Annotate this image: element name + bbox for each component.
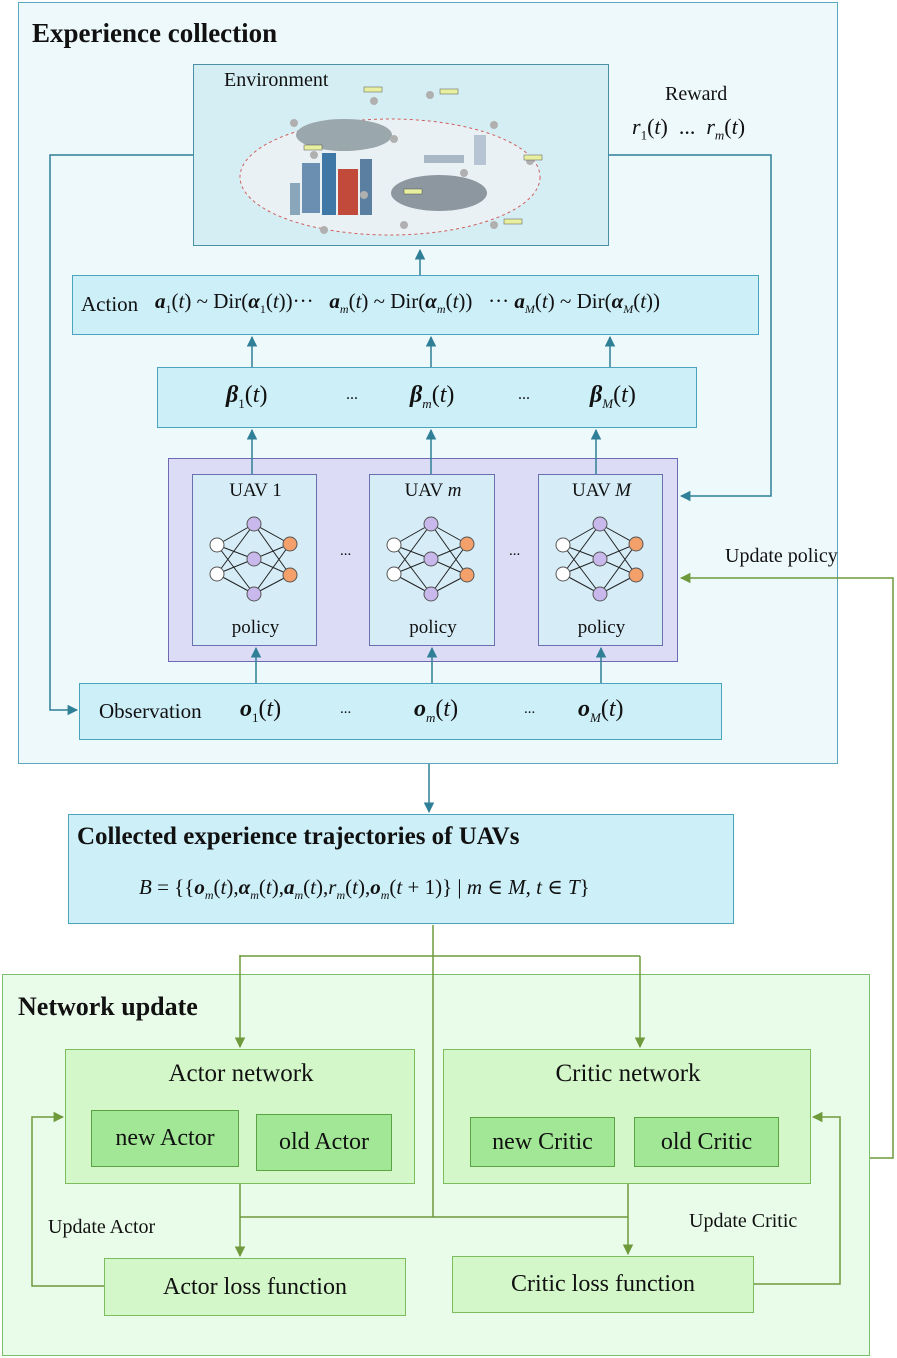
experience-collection-title: Experience collection	[32, 18, 278, 48]
obs-ellipsis-2: ...	[524, 701, 536, 717]
replay-buffer-formula: B = {{om(t),αm(t),am(t),rm(t),om(t + 1)}…	[139, 875, 590, 903]
reward-to-uav-arrow	[609, 154, 772, 502]
action-box: Action a1(t) ~ Dir(α1(t))··· am(t) ~ Dir…	[72, 275, 759, 335]
beta-ellipsis-1: ...	[346, 386, 358, 403]
obs-M: oM(t)	[578, 696, 624, 725]
action-label: Action	[81, 292, 139, 316]
environment-illustration	[239, 86, 543, 236]
uav-M-policy: policy	[577, 617, 626, 638]
actor-loss-box: Actor loss function	[104, 1258, 406, 1316]
collected-experience-box: Collected experience trajectories of UAV…	[68, 814, 734, 924]
reward-label: Reward	[665, 83, 728, 105]
update-critic-arrow	[754, 1111, 841, 1285]
actor-network-box: Actor network new Actor old Actor	[65, 1049, 415, 1184]
uav-M-label: UAV M	[572, 480, 631, 501]
uav-1-label: UAV 1	[229, 480, 282, 501]
network-update-title: Network update	[18, 992, 198, 1021]
uav-1-network-icon	[209, 516, 298, 602]
beta-ellipsis-2: ...	[518, 386, 530, 403]
observation-box: Observation o1(t) ... om(t) ... oM(t)	[79, 683, 722, 740]
uav-m-label: UAV m	[404, 480, 462, 501]
uav-M-network-icon	[555, 516, 644, 602]
uav-ellipsis-2: ...	[509, 543, 521, 559]
uav-m-policy: policy	[409, 617, 457, 638]
uav-1-policy: policy	[231, 617, 280, 638]
new-actor-box: new Actor	[91, 1110, 239, 1167]
obs-ellipsis-1: ...	[340, 701, 352, 717]
reward-math: r1(t) ... rm(t)	[632, 114, 746, 143]
critic-network-title: Critic network	[555, 1060, 701, 1087]
old-actor-box: old Actor	[256, 1114, 392, 1171]
critic-loss-box: Critic loss function	[452, 1256, 754, 1313]
beta-box: β1(t) ... βm(t) ... βM(t)	[157, 367, 697, 428]
old-critic-box: old Critic	[634, 1117, 779, 1167]
collected-experience-title: Collected experience trajectories of UAV…	[77, 823, 520, 850]
new-critic-box: new Critic	[470, 1117, 615, 1167]
critic-network-box: Critic network new Critic old Critic	[443, 1049, 811, 1184]
update-policy-label: Update policy	[725, 545, 838, 567]
action-formula: a1(t) ~ Dir(α1(t))··· am(t) ~ Dir(αm(t))…	[155, 289, 661, 317]
update-policy-arrow	[679, 572, 894, 1159]
observation-label: Observation	[99, 699, 202, 723]
update-critic-label: Update Critic	[689, 1210, 798, 1232]
uav-m-network-icon	[386, 516, 475, 602]
update-actor-arrow	[31, 1111, 104, 1287]
environment-label: Environment	[224, 69, 329, 91]
actor-network-title: Actor network	[168, 1060, 314, 1087]
update-actor-label: Update Actor	[48, 1216, 156, 1238]
uav-ellipsis-1: ...	[340, 543, 352, 559]
beta-m: βm(t)	[410, 382, 455, 411]
obs-1: o1(t)	[240, 696, 282, 725]
environment-box: Environment	[193, 64, 609, 246]
beta-M: βM(t)	[590, 382, 636, 411]
beta-1: β1(t)	[226, 382, 268, 411]
obs-m: om(t)	[414, 696, 459, 725]
env-to-observation-arrow	[49, 154, 193, 716]
